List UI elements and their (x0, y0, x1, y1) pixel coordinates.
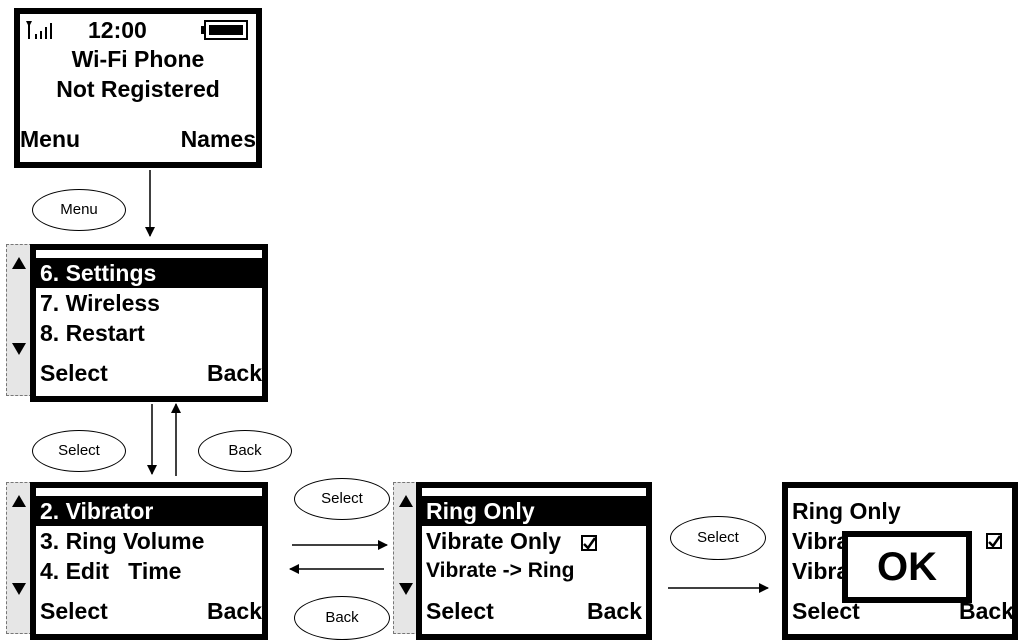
checked-box-icon (581, 534, 598, 551)
softkey-bar: Select Back (36, 596, 262, 626)
back-key-label: Back (325, 609, 359, 626)
scrollbar[interactable] (393, 482, 419, 634)
menu-item-vibrator[interactable]: 2. Vibrator (36, 496, 262, 526)
option-vibrate-only-partial: Vibra (792, 528, 850, 554)
softkey-bar: Select Back (422, 596, 646, 626)
vibrator-options-screen: Ring Only Vibrate Only Vibrate -> Ring S… (416, 482, 652, 640)
option-vibrate-only[interactable]: Vibrate Only (422, 526, 646, 556)
scroll-down-arrow-icon[interactable] (12, 343, 26, 355)
idle-screen: 12:00 Wi-Fi Phone Not Registered Menu Na… (14, 8, 262, 168)
softkey-menu[interactable]: Menu (20, 126, 81, 152)
main-menu-screen: 6. Settings 7. Wireless 8. Restart Selec… (30, 244, 268, 402)
back-key-bubble: Back (198, 430, 292, 472)
scroll-up-arrow-icon[interactable] (399, 495, 413, 507)
clock: 12:00 (88, 17, 147, 43)
select-key-label: Select (321, 490, 363, 507)
option-vibrate-only-label: Vibrate Only (426, 528, 562, 554)
select-key-label: Select (58, 442, 100, 459)
option-ring-only[interactable]: Ring Only (422, 496, 646, 526)
ok-confirmation-popup: OK (842, 531, 972, 603)
softkey-back[interactable]: Back (207, 360, 262, 386)
menu-item-wireless[interactable]: 7. Wireless (40, 290, 160, 316)
scroll-up-arrow-icon[interactable] (12, 495, 26, 507)
select-key-bubble: Select (670, 516, 766, 560)
scrollbar[interactable] (6, 244, 32, 396)
select-key-bubble: Select (294, 478, 390, 520)
signal-strength-icon (26, 21, 52, 39)
status-bar: 12:00 (24, 16, 252, 44)
scroll-down-arrow-icon[interactable] (399, 583, 413, 595)
menu-item-edit-time[interactable]: 4. Edit Time (40, 558, 182, 584)
phone-title: Wi-Fi Phone (71, 46, 205, 72)
menu-key-bubble: Menu (32, 189, 126, 231)
select-key-label: Select (697, 529, 739, 546)
softkey-select[interactable]: Select (40, 360, 108, 386)
registration-status: Not Registered (56, 76, 220, 102)
softkey-select[interactable]: Select (426, 598, 494, 624)
option-vibrate-ring[interactable]: Vibrate -> Ring (426, 559, 575, 582)
select-key-bubble: Select (32, 430, 126, 472)
menu-item-ring-volume[interactable]: 3. Ring Volume (40, 528, 205, 554)
battery-icon (201, 20, 248, 40)
menu-item-settings[interactable]: 6. Settings (36, 258, 262, 288)
checked-box-icon (986, 533, 1002, 549)
ok-label: OK (877, 545, 937, 589)
settings-menu-screen: 2. Vibrator 3. Ring Volume 4. Edit Time … (30, 482, 268, 640)
softkey-back[interactable]: Back (207, 598, 262, 624)
option-vibrate-ring-partial: Vibra (792, 558, 850, 584)
softkey-back[interactable]: Back (587, 598, 642, 624)
softkey-names[interactable]: Names (180, 126, 256, 152)
menu-key-label: Menu (60, 201, 98, 218)
back-key-bubble: Back (294, 596, 390, 640)
menu-item-restart[interactable]: 8. Restart (40, 320, 145, 346)
back-key-label: Back (228, 442, 262, 459)
softkey-select[interactable]: Select (40, 598, 108, 624)
confirmation-screen: Ring Only Vibra Vibra Select Back OK (782, 482, 1018, 640)
option-ring-only: Ring Only (792, 498, 901, 524)
softkey-bar: Menu Names (20, 124, 256, 154)
scroll-up-arrow-icon[interactable] (12, 257, 26, 269)
scroll-down-arrow-icon[interactable] (12, 583, 26, 595)
softkey-bar: Select Back (36, 358, 262, 388)
